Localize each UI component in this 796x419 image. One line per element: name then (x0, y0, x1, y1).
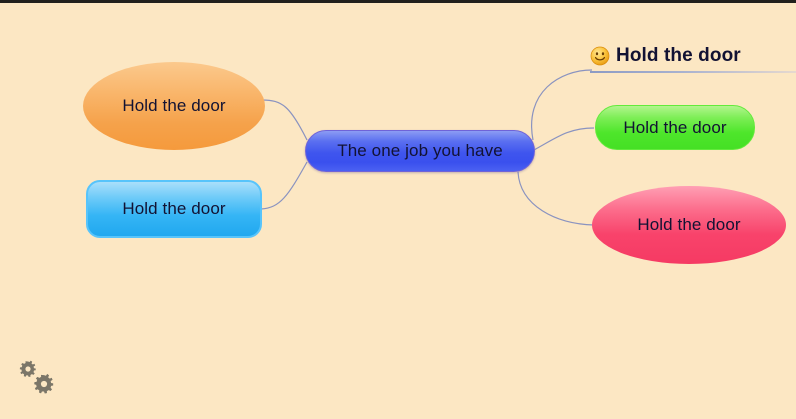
mindmap-node-pink[interactable]: Hold the door (592, 186, 786, 264)
connector-center-to-cyan (260, 161, 308, 210)
node-label: Hold the door (616, 45, 741, 66)
connector-center-to-orange (261, 99, 308, 141)
canvas-top-border (0, 0, 796, 3)
mindmap-node-smiley[interactable]: Hold the door (590, 42, 790, 70)
gears-icon[interactable] (14, 357, 60, 397)
connector-center-to-green (533, 127, 595, 151)
smiley-face-icon (590, 46, 610, 66)
mindmap-node-green[interactable]: Hold the door (595, 105, 755, 150)
smiley-node-underline (590, 71, 796, 73)
node-label: Hold the door (623, 117, 727, 137)
mindmap-node-center[interactable]: The one job you have (305, 130, 535, 172)
connector-center-to-pink (517, 171, 595, 226)
node-label: Hold the door (637, 215, 741, 234)
center-node-label: The one job you have (337, 141, 503, 160)
node-label: Hold the door (122, 96, 226, 115)
mindmap-node-cyan[interactable]: Hold the door (86, 180, 262, 238)
node-label: Hold the door (122, 199, 226, 218)
mindmap-node-orange[interactable]: Hold the door (83, 62, 265, 150)
connector-center-to-smiley (531, 69, 593, 141)
